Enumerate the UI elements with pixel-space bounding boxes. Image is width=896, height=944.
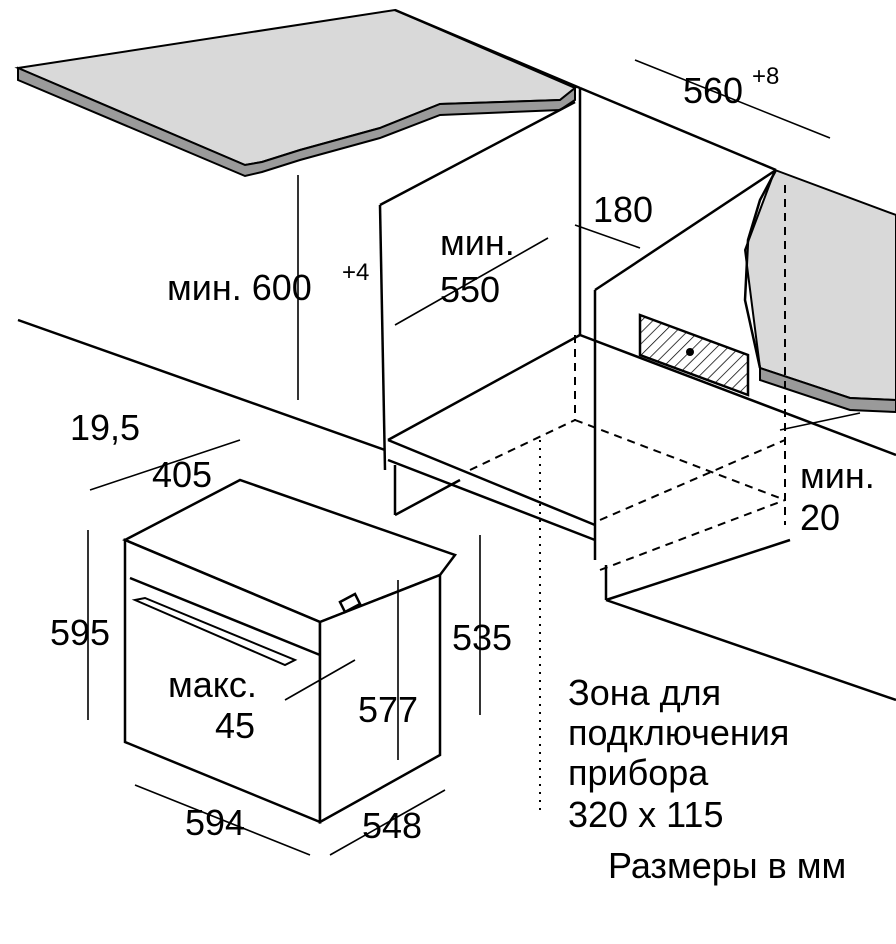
niche-width-tolerance: +8 xyxy=(752,63,779,90)
handle-max-prefix: макс. xyxy=(168,664,257,705)
connection-zone xyxy=(638,313,750,397)
zone-label-3: прибора xyxy=(568,752,709,793)
dimension-lines xyxy=(87,59,861,856)
front-panel-label: 19,5 xyxy=(70,407,140,448)
units-note: Размеры в мм xyxy=(608,845,846,886)
depth-min-label: 550 xyxy=(440,269,500,310)
height-min-label: мин. 600 xyxy=(167,267,312,308)
oven xyxy=(122,478,458,825)
zone-label-1: Зона для xyxy=(568,672,721,713)
zone-label-2: подключения xyxy=(568,712,789,753)
front-depth-label: 405 xyxy=(152,454,212,495)
depth-min-prefix: мин. xyxy=(440,222,515,263)
oven-width-label: 594 xyxy=(185,802,245,843)
gap-min-label: 20 xyxy=(800,497,840,538)
side-countertop xyxy=(743,168,896,414)
oven-depth-label: 548 xyxy=(362,805,422,846)
handle-max-label: 45 xyxy=(215,705,255,746)
zone-size-label: 320 x 115 xyxy=(568,794,723,835)
body-height-label: 535 xyxy=(452,617,512,658)
inner-height-label: 577 xyxy=(358,689,418,730)
niche-lines xyxy=(17,8,896,810)
oven-height-label: 595 xyxy=(50,612,110,653)
countertop xyxy=(14,8,577,178)
gap-min-prefix: мин. xyxy=(800,455,875,496)
height-min-tolerance: +4 xyxy=(342,259,369,286)
niche-width-label: 560 xyxy=(683,70,743,111)
vent-offset-label: 180 xyxy=(593,189,653,230)
